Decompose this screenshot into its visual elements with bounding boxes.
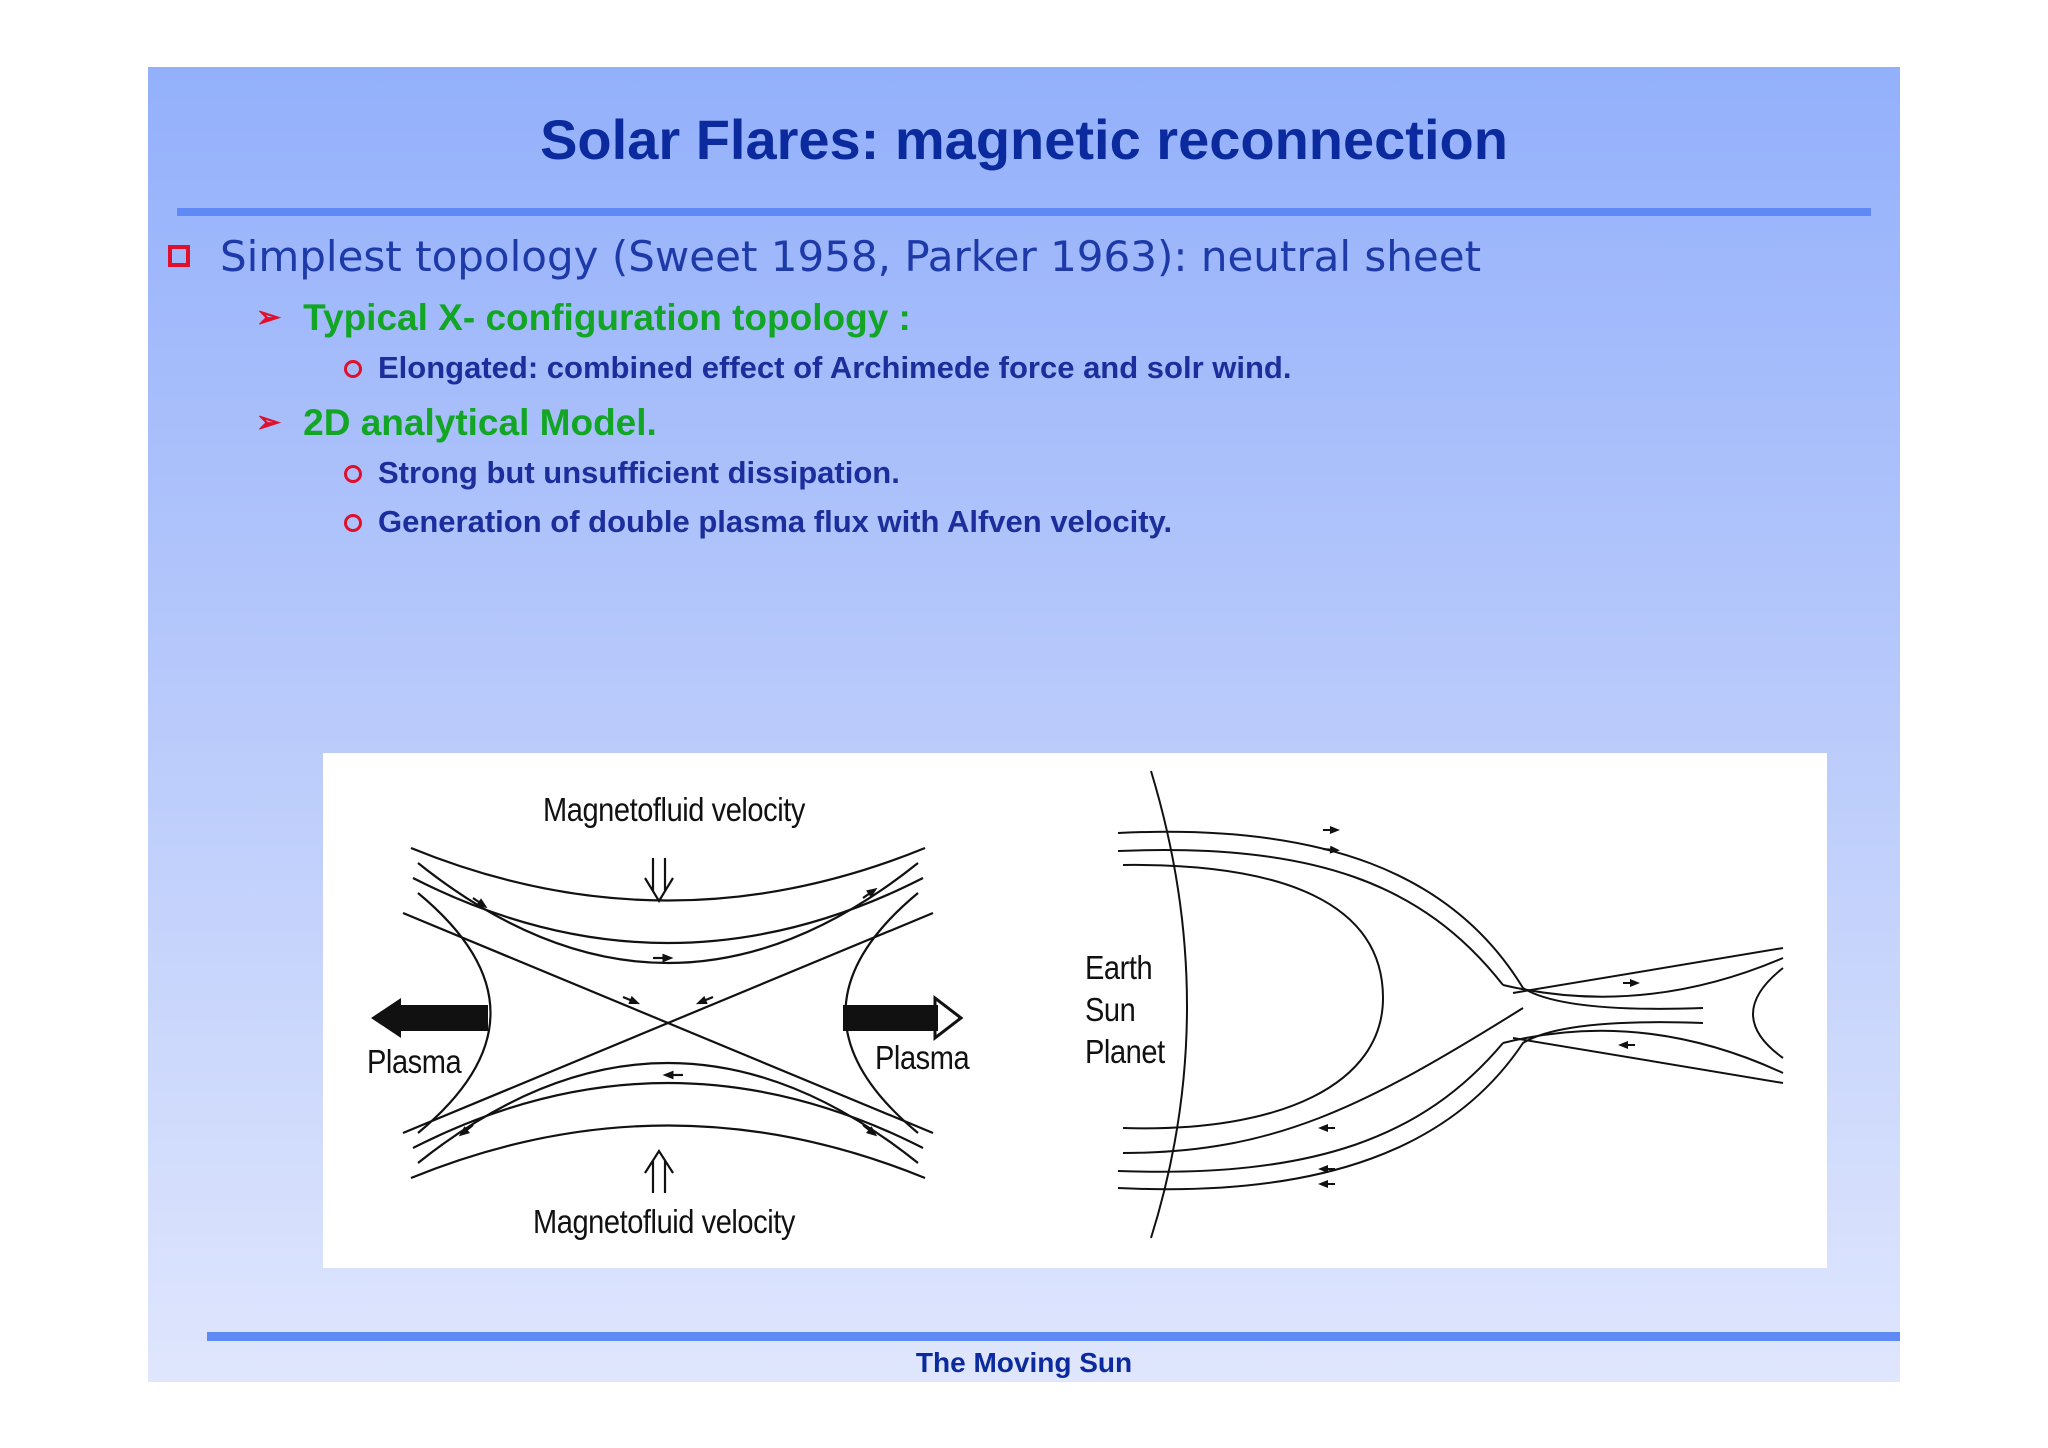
bullet-level3-elongated: Elongated: combined effect of Archimede … — [344, 350, 1291, 386]
square-bullet-icon — [168, 245, 190, 267]
bullet-level3-text: Strong but unsufficient dissipation. — [378, 455, 900, 490]
plasma-right-label: Plasma — [875, 1039, 970, 1076]
arrow-bullet-icon: ➢ — [256, 406, 282, 439]
magnetofluid-bottom-label: Magnetofluid velocity — [533, 1203, 795, 1240]
bullet-level1-text: Simplest topology (Sweet 1958, Parker 19… — [220, 232, 1482, 281]
title-divider — [177, 208, 1871, 216]
x-point-field-lines — [402, 846, 934, 1193]
bullet-level3-dissipation: Strong but unsufficient dissipation. — [344, 455, 900, 491]
bullet-level2-typical: ➢ Typical X- configuration topology : — [256, 297, 911, 339]
planet-label: Planet — [1085, 1033, 1165, 1070]
slide: Solar Flares: magnetic reconnection Simp… — [148, 67, 1900, 1382]
footer-text: The Moving Sun — [915, 1347, 1133, 1378]
circle-bullet-icon — [344, 514, 362, 532]
bullet-level2-text: Typical X- configuration topology : — [303, 297, 911, 338]
bullet-level2-model: ➢ 2D analytical Model. — [256, 402, 657, 444]
earth-label: Earth — [1085, 949, 1153, 986]
bullet-level3-flux: Generation of double plasma flux with Al… — [344, 504, 1172, 540]
magnetofluid-top-label: Magnetofluid velocity — [543, 791, 805, 828]
bullet-level1: Simplest topology (Sweet 1958, Parker 19… — [168, 232, 1481, 281]
circle-bullet-icon — [344, 360, 362, 378]
footer-divider — [207, 1332, 1900, 1341]
circle-bullet-icon — [344, 465, 362, 483]
reconnection-diagram — [371, 770, 1784, 1239]
arrow-bullet-icon: ➢ — [256, 301, 282, 334]
plasma-left-label: Plasma — [367, 1043, 462, 1080]
bullet-level2-text: 2D analytical Model. — [303, 402, 657, 443]
bullet-level3-text: Elongated: combined effect of Archimede … — [378, 350, 1292, 385]
reconnection-figure: Magnetofluid velocity Magnetofluid veloc… — [323, 753, 1827, 1268]
slide-title: Solar Flares: magnetic reconnection — [540, 108, 1508, 171]
plasma-arrows — [371, 994, 964, 1042]
sun-label: Sun — [1085, 991, 1136, 1028]
bullet-level3-text: Generation of double plasma flux with Al… — [378, 504, 1173, 539]
magnetosphere-field-lines — [1117, 770, 1784, 1239]
